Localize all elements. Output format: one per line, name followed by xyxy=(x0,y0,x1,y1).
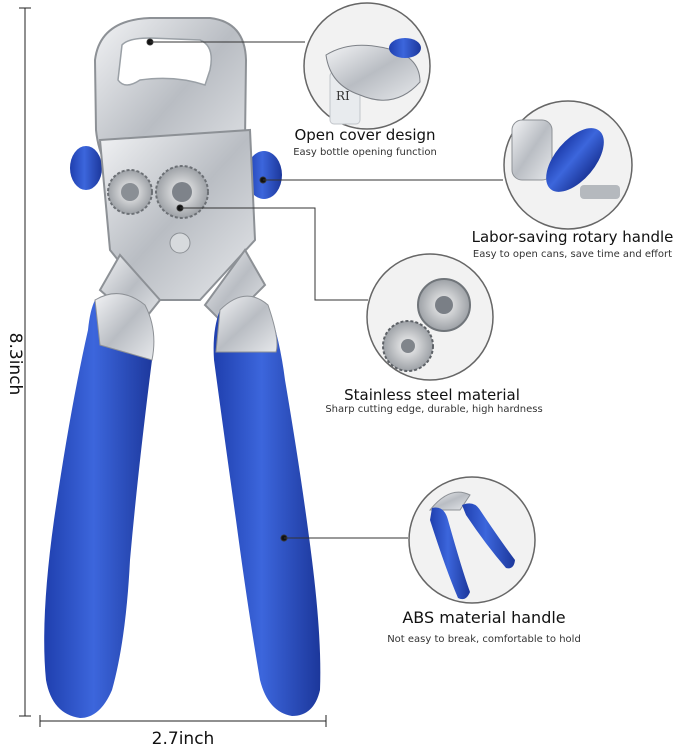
feature-title-stainless-steel: Stainless steel material xyxy=(344,386,520,404)
feature-subtitle-rotary-handle: Easy to open cans, save time and effort xyxy=(472,249,673,260)
feature-subtitle-stainless-steel: Sharp cutting edge, durable, high hardne… xyxy=(325,404,543,415)
width-dimension-line xyxy=(39,715,327,727)
detail-circle-bottle-opener: RI xyxy=(303,2,431,130)
height-dimension-label: 8.3inch xyxy=(5,332,25,396)
detail-circle-steel-gear xyxy=(366,253,494,381)
bottle-label-text: RI xyxy=(336,89,350,103)
left-handle xyxy=(44,293,155,718)
width-dimension-label: 2.7inch xyxy=(151,729,215,749)
feature-subtitle-open-cover: Easy bottle opening function xyxy=(293,147,437,158)
right-handle xyxy=(213,295,321,716)
feature-subtitle-abs-handle: Not easy to break, comfortable to hold xyxy=(387,634,581,645)
callout-lines xyxy=(146,38,503,542)
detail-circle-rotary-handle xyxy=(503,100,633,230)
height-dimension-line xyxy=(19,7,31,717)
can-opener-head xyxy=(70,17,282,327)
feature-title-abs-handle: ABS material handle xyxy=(402,608,566,627)
feature-title-open-cover: Open cover design xyxy=(294,126,436,144)
detail-circle-abs-handle xyxy=(408,476,536,604)
feature-title-rotary-handle: Labor-saving rotary handle xyxy=(471,228,674,246)
